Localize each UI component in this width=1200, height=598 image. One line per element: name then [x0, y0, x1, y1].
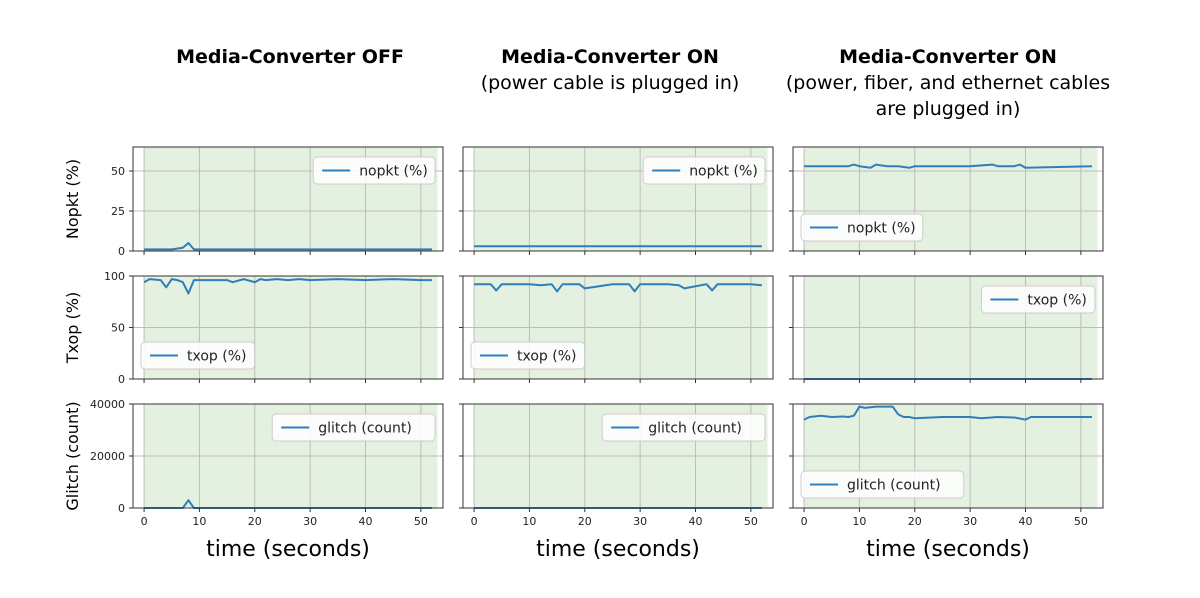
x-tick-label: 40 [1019, 515, 1033, 528]
y-tick-label: 0 [118, 373, 125, 386]
x-tick-label: 10 [522, 515, 536, 528]
y-tick-label: 20000 [90, 450, 125, 463]
subplot-0-0: 0 25 50 Nopkt (%) nopkt (%) [63, 146, 444, 258]
legend-box [271, 413, 436, 442]
column-title-main: Media-Converter OFF [176, 46, 404, 68]
legend-label: glitch (count) [648, 421, 742, 437]
legend-label: txop (%) [187, 349, 246, 365]
series-line [803, 405, 1092, 421]
y-tick-label: 25 [111, 205, 125, 218]
legend-box [140, 341, 256, 370]
y-axis-label: Glitch (count) [63, 401, 82, 510]
y-tick-label: 50 [111, 322, 125, 335]
column-title-on-all: Media-Converter ON (power, fiber, and et… [778, 44, 1118, 122]
x-axis-label: time (seconds) [206, 537, 370, 562]
legend: txop (%) [140, 341, 256, 370]
subplot-2-1: 0 10 20 30 40 50 time (seconds) glitch (count) [459, 403, 774, 562]
x-tick-label: 10 [192, 515, 206, 528]
legend-box [312, 156, 436, 185]
column-title-off: Media-Converter OFF [140, 44, 440, 70]
column-title-main: Media-Converter ON [839, 46, 1057, 68]
x-tick-label: 20 [578, 515, 592, 528]
y-tick-label: 0 [118, 245, 125, 258]
series-line [804, 163, 1092, 169]
legend: glitch (count) [800, 470, 965, 499]
y-tick-label: 50 [111, 165, 125, 178]
column-title-main: Media-Converter ON [501, 46, 719, 68]
series-line [144, 242, 432, 251]
legend: txop (%) [980, 285, 1096, 314]
x-tick-label: 20 [248, 515, 262, 528]
y-axis-label: Nopkt (%) [63, 159, 82, 239]
axes-frame [132, 146, 444, 252]
y-tick-label: 100 [104, 270, 125, 283]
legend: glitch (count) [601, 413, 766, 442]
subplot-0-1: nopkt (%) [459, 146, 774, 255]
y-tick-label: 0 [118, 502, 125, 515]
x-tick-label: 30 [963, 515, 977, 528]
column-title-sub: (power, fiber, and ethernet cables are p… [785, 72, 1111, 120]
x-tick-label: 50 [1074, 515, 1088, 528]
legend-box [800, 213, 924, 242]
legend-box [470, 341, 586, 370]
x-tick-label: 40 [359, 515, 373, 528]
series-line [474, 283, 762, 293]
subplot-0-2: nopkt (%) [789, 146, 1104, 255]
legend-label: nopkt (%) [689, 164, 758, 180]
legend-label: glitch (count) [847, 478, 941, 494]
x-axis-label: time (seconds) [866, 537, 1030, 562]
x-tick-label: 0 [471, 515, 478, 528]
x-tick-label: 10 [852, 515, 866, 528]
column-title-on-power: Media-Converter ON (power cable is plugg… [455, 44, 765, 96]
subplot-1-2: txop (%) [789, 275, 1104, 383]
legend: txop (%) [470, 341, 586, 370]
legend-label: txop (%) [517, 349, 576, 365]
legend: glitch (count) [271, 413, 436, 442]
legend-label: txop (%) [1027, 293, 1086, 309]
legend: nopkt (%) [800, 213, 924, 242]
legend-box [601, 413, 766, 442]
x-tick-label: 0 [141, 515, 148, 528]
y-tick-label: 40000 [90, 398, 125, 411]
legend-label: nopkt (%) [359, 164, 428, 180]
x-axis-label: time (seconds) [536, 537, 700, 562]
legend: nopkt (%) [312, 156, 436, 185]
x-tick-label: 50 [744, 515, 758, 528]
x-tick-label: 40 [689, 515, 703, 528]
subplot-1-1: txop (%) [459, 275, 774, 383]
legend-box [800, 470, 965, 499]
x-tick-label: 30 [303, 515, 317, 528]
x-tick-label: 50 [414, 515, 428, 528]
legend: nopkt (%) [642, 156, 766, 185]
series-line [143, 278, 432, 295]
subplot-2-0: 0 20000 40000 0 10 20 30 40 50 Glitch (count) time… [63, 398, 444, 562]
x-tick-label: 30 [633, 515, 647, 528]
y-axis-label: Txop (%) [63, 292, 82, 364]
x-tick-label: 0 [801, 515, 808, 528]
axes-frame [792, 146, 1104, 252]
legend-label: glitch (count) [318, 421, 412, 437]
legend-box [980, 285, 1096, 314]
legend-box [642, 156, 766, 185]
axes-frame [462, 146, 774, 252]
subplot-2-2: 0 10 20 30 40 50 time (seconds) glitch (count) [789, 403, 1104, 562]
legend-label: nopkt (%) [847, 221, 916, 237]
column-title-sub: (power cable is plugged in) [480, 72, 740, 94]
x-tick-label: 20 [908, 515, 922, 528]
